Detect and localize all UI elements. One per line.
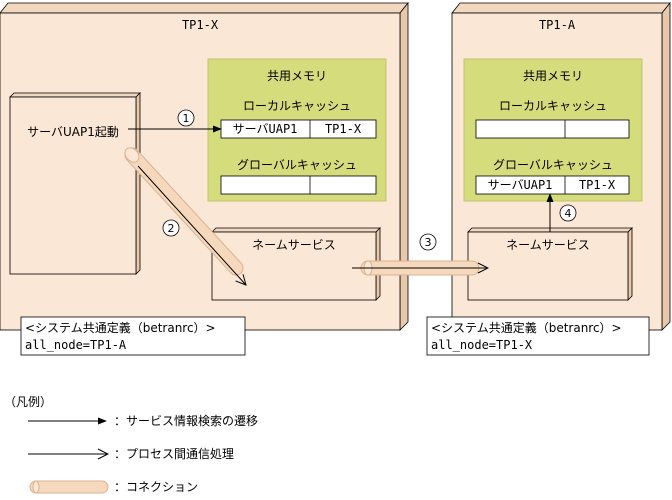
left-local-cache-cell-2: TP1-X [325, 122, 362, 136]
legend-item-ipc: ：プロセス間通信処理 [114, 447, 234, 461]
svg-text:2: 2 [168, 222, 175, 235]
left-global-cache-box [220, 175, 377, 195]
svg-text:1: 1 [183, 112, 190, 125]
right-config-line1: <システム共通定義（betranrc）> [431, 320, 622, 335]
left-node-side [399, 1, 409, 331]
server-process-box: サーバUAP1起動 [9, 92, 141, 275]
step-3-badge: 3 [419, 233, 437, 251]
left-local-cache-label: ローカルキャッシュ [243, 99, 351, 113]
legend-item-search-transition: ：サービス情報検索の遷移 [114, 414, 258, 428]
connection-tube-icon [29, 480, 109, 494]
left-local-cache-cell-1: サーバUAP1 [233, 122, 298, 136]
legend-title: （凡例） [4, 395, 52, 409]
right-node: TP1-A 共用メモリ ローカルキャッシュ グローバルキャッシュ サーバUAP1… [426, 1, 671, 356]
step-2-badge: 2 [162, 219, 180, 237]
right-name-service-label: ネームサービス [506, 238, 590, 252]
right-node-side [661, 1, 671, 331]
right-config-line2: all_node=TP1-X [431, 338, 533, 352]
server-start-label: サーバUAP1起動 [27, 125, 119, 139]
right-node-title: TP1-A [539, 18, 576, 32]
svg-text:3: 3 [425, 236, 432, 249]
left-shared-memory: 共用メモリ ローカルキャッシュ サーバUAP1 TP1-X グローバルキャッシュ [207, 58, 387, 202]
legend: （凡例） ：サービス情報検索の遷移 ：プロセス間通信処理 ：コネクション [4, 395, 258, 494]
step-4-badge: 4 [559, 204, 577, 222]
legend-item-connection: ：コネクション [114, 480, 198, 494]
right-node-top [451, 2, 671, 14]
left-node-title: TP1-X [182, 18, 219, 32]
right-global-cache-label: グローバルキャッシュ [493, 158, 613, 172]
right-shared-memory-title: 共用メモリ [523, 69, 583, 83]
left-global-cache-label: グローバルキャッシュ [237, 158, 357, 172]
arrow-step2-ipc [137, 165, 246, 285]
left-node-top [0, 2, 409, 14]
svg-text:4: 4 [565, 207, 572, 220]
left-config-line2: all_node=TP1-A [25, 338, 127, 352]
left-node: TP1-X サーバUAP1起動 共用メモリ ローカルキャッシュ サーバUAP1 … [0, 1, 409, 356]
left-shared-memory-title: 共用メモリ [267, 69, 327, 83]
connection-tube-server-to-nameservice [124, 147, 244, 276]
step-1-badge: 1 [177, 109, 195, 127]
right-config-box: <システム共通定義（betranrc）> all_node=TP1-X [426, 316, 650, 356]
right-local-cache-box [475, 119, 630, 139]
right-local-cache-label: ローカルキャッシュ [499, 99, 607, 113]
right-global-cache-cell-2: TP1-X [579, 178, 616, 192]
right-global-cache-cell-1: サーバUAP1 [488, 178, 553, 192]
left-config-line1: <システム共通定義（betranrc）> [25, 320, 216, 335]
left-name-service-label: ネームサービス [252, 238, 336, 252]
right-shared-memory: 共用メモリ ローカルキャッシュ グローバルキャッシュ サーバUAP1 TP1-X [463, 58, 643, 202]
right-name-service: ネームサービス [467, 227, 633, 301]
left-config-box: <システム共通定義（betranrc）> all_node=TP1-A [20, 316, 246, 356]
left-name-service: ネームサービス [211, 227, 381, 301]
